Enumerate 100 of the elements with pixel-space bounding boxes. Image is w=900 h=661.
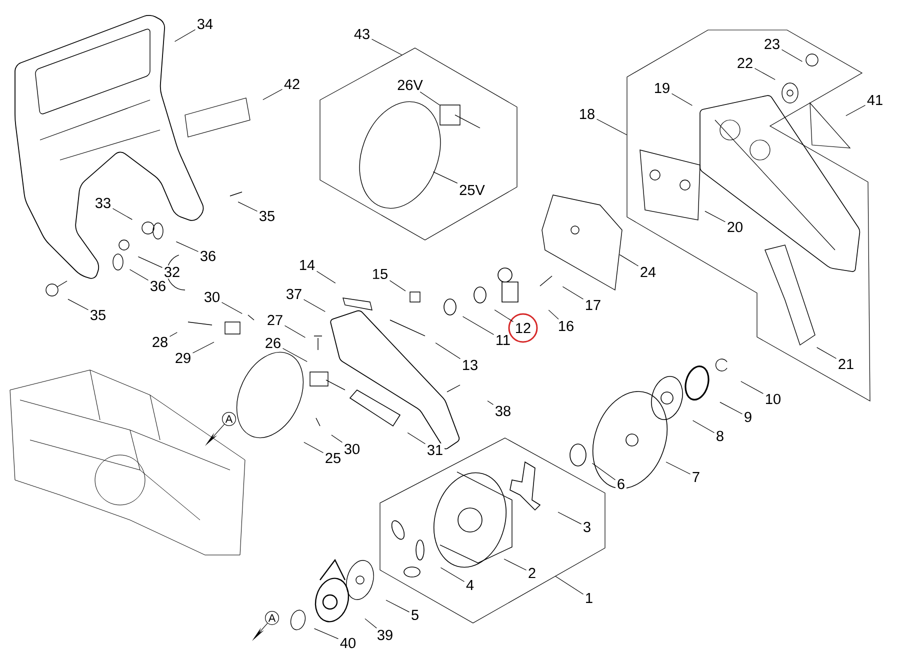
callout-number: 27 (265, 313, 285, 327)
callout-number: 33 (93, 196, 113, 210)
callout-number: 25V (458, 183, 486, 197)
group-outline (380, 438, 606, 624)
leader-line (619, 254, 639, 266)
callout-number: 7 (690, 470, 702, 484)
callout-number: 12 (513, 321, 533, 335)
callout-number: 26V (396, 78, 424, 92)
callout-number: 22 (735, 56, 755, 70)
callout-number: 2 (526, 566, 538, 580)
callout-number: 13 (460, 358, 480, 372)
callout-number: 37 (284, 287, 304, 301)
leader-line (435, 342, 461, 360)
callout-number: 16 (556, 319, 576, 333)
leader-line (386, 600, 410, 612)
leader-line (558, 512, 582, 524)
leader-line (692, 420, 715, 434)
leader-line (671, 93, 692, 106)
callout-number: 40 (338, 636, 358, 650)
leader-line (407, 432, 426, 444)
callout-number: 36 (148, 279, 168, 293)
leader-line (548, 310, 559, 320)
callout-number: 6 (615, 477, 627, 491)
callout-number: 24 (638, 265, 658, 279)
leader-line (284, 325, 306, 338)
leader-line (138, 256, 163, 268)
callout-number: 3 (581, 520, 593, 534)
leader-line (303, 299, 326, 312)
leader-line (316, 270, 336, 284)
leader-line (494, 310, 514, 322)
callout-number: 14 (297, 258, 317, 272)
callout-number: 28 (150, 335, 170, 349)
callout-number: 15 (370, 267, 390, 281)
leader-line (816, 347, 837, 359)
leader-line (262, 88, 283, 100)
callout-number: 10 (763, 392, 783, 406)
callout-number: 20 (725, 220, 745, 234)
leader-line (596, 118, 628, 136)
callout-number: 34 (195, 17, 215, 31)
leader-line (740, 381, 764, 394)
callout-number: 36 (198, 249, 218, 263)
callout-number: 23 (762, 37, 782, 51)
leader-line (592, 462, 616, 480)
leader-line (68, 298, 89, 310)
leader-line (554, 576, 584, 595)
leader-line (112, 208, 132, 220)
callout-number: 25 (323, 451, 343, 465)
leader-line (192, 342, 214, 354)
leader-line (704, 210, 726, 222)
callout-number: 19 (652, 81, 672, 95)
callout-number: 26 (263, 336, 283, 350)
callout-number: 35 (88, 308, 108, 322)
callout-number: 30 (202, 290, 222, 304)
leader-line (487, 400, 494, 405)
leader-line (389, 280, 406, 292)
callout-number: 17 (583, 298, 603, 312)
leader-line (364, 618, 377, 628)
circled-letter: A (265, 611, 279, 625)
leader-line (314, 628, 339, 640)
leader-line (846, 104, 866, 116)
callout-number: 43 (352, 27, 372, 41)
callout-number: 31 (425, 443, 445, 457)
leader-line (371, 38, 402, 56)
callout-number: 39 (375, 628, 395, 642)
callout-number: 30 (342, 442, 362, 456)
leader-line (331, 434, 343, 443)
callout-number: 41 (865, 94, 885, 106)
leader-line (754, 68, 776, 80)
leader-line (420, 92, 440, 106)
leader-line (169, 332, 178, 337)
callout-number: 4 (464, 578, 476, 592)
leader-line (176, 241, 199, 252)
leader-line (562, 286, 584, 300)
leader-line (129, 269, 149, 281)
leader-line (666, 462, 691, 474)
callout-number: 32 (162, 265, 182, 279)
circled-letter: A (222, 412, 236, 426)
leader-line (504, 558, 527, 570)
callout-number: 9 (742, 410, 754, 424)
leader-line (221, 302, 242, 314)
callout-number: 11 (494, 334, 512, 346)
leader-line (720, 402, 743, 414)
leader-line (440, 567, 465, 582)
callout-number: 21 (836, 357, 856, 371)
callout-number: 29 (173, 351, 193, 365)
leader-line (462, 316, 494, 335)
leader-line (432, 172, 458, 184)
leader-line (781, 49, 802, 62)
callout-number: 5 (409, 608, 421, 622)
callout-number: 38 (493, 404, 513, 418)
callout-number: 1 (583, 592, 595, 604)
group-outline (320, 48, 518, 240)
leader-line (174, 29, 196, 42)
callout-number: 35 (257, 209, 277, 223)
leader-line (238, 202, 258, 212)
callout-number: 18 (577, 107, 597, 121)
callout-number: 8 (714, 429, 726, 443)
leader-line (282, 348, 308, 362)
callout-number: 42 (282, 77, 302, 91)
leader-line (304, 442, 324, 454)
